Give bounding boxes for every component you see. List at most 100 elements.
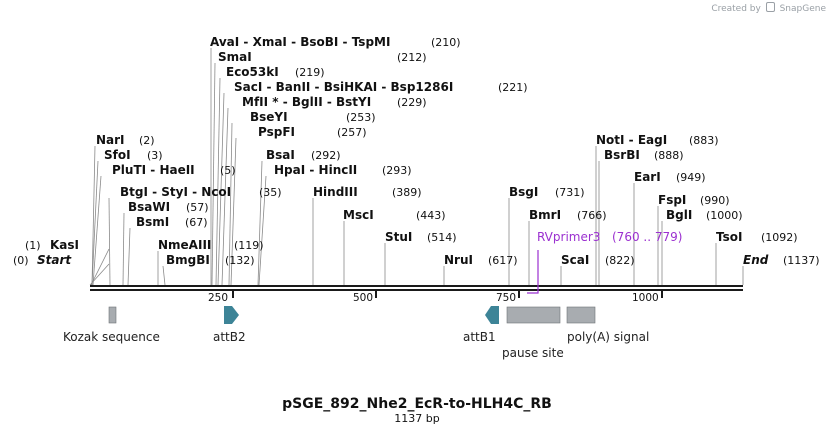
site-position-label: (35): [259, 186, 282, 199]
site-leader-line: [89, 263, 110, 286]
site-leader-line: [228, 122, 233, 286]
site-position-label: (1): [25, 239, 41, 252]
credit-brand: SnapGene: [779, 4, 826, 14]
site-name-label[interactable]: BglI: [666, 208, 692, 222]
site-position-label: (389): [392, 186, 422, 199]
site-name-label[interactable]: BmrI: [529, 208, 561, 222]
site-name-label[interactable]: NarI: [96, 133, 125, 147]
primer-range: (760 .. 779): [612, 230, 682, 244]
site-leader-line: [215, 77, 221, 286]
site-name-label[interactable]: HpaI - HincII: [274, 163, 357, 177]
feature-label-polya: poly(A) signal: [567, 330, 649, 344]
site-position-label: (1000): [706, 209, 743, 222]
site-name-label[interactable]: SfoI: [104, 148, 131, 162]
feature-polya-signal[interactable]: [566, 306, 596, 324]
site-position-label: (617): [488, 254, 518, 267]
tick-label-750: 750: [496, 292, 516, 304]
site-leader-line: [127, 227, 131, 286]
scale-ticks: 250 500 750 1000: [208, 291, 663, 304]
site-name-label[interactable]: NmeAIII: [158, 238, 211, 252]
site-position-label: (1092): [761, 231, 798, 244]
site-leader-line: [108, 197, 111, 286]
plasmid-length: 1137 bp: [394, 412, 439, 425]
site-name-label[interactable]: MfII * - BglII - BstYI: [242, 95, 371, 109]
site-position-label: (57): [186, 201, 209, 214]
site-leader-line: [90, 248, 110, 286]
site-position-label: (219): [295, 66, 325, 79]
site-name-label[interactable]: BsrBI: [604, 148, 640, 162]
site-position-label: (210): [431, 36, 461, 49]
site-name-label[interactable]: TsoI: [716, 230, 742, 244]
site-position-label: (3): [147, 149, 163, 162]
site-name-label[interactable]: ScaI: [561, 253, 589, 267]
site-position-label: (949): [676, 171, 706, 184]
tick-label-250: 250: [208, 292, 228, 304]
site-leader-line: [211, 62, 216, 286]
site-position-label: (292): [311, 149, 341, 162]
site-position-label: (766): [577, 209, 607, 222]
site-position-label: (119): [234, 239, 264, 252]
site-name-label[interactable]: HindIII: [313, 185, 358, 199]
site-name-label[interactable]: End: [743, 253, 769, 267]
features: Kozak sequence attB2 attB1 pause site po…: [63, 306, 649, 360]
tick-label-500: 500: [353, 292, 373, 304]
primer-name: RVprimer3: [537, 230, 600, 244]
site-position-label: (443): [416, 209, 446, 222]
feature-attb1-arrow[interactable]: [485, 306, 499, 324]
feature-label-attb2: attB2: [213, 330, 246, 344]
site-leader-lines: [89, 48, 744, 286]
tick-label-1000: 1000: [632, 292, 659, 304]
site-name-label[interactable]: PluTI - HaeII: [112, 163, 195, 177]
site-name-label[interactable]: Start: [37, 253, 72, 267]
site-leader-line: [217, 92, 225, 286]
site-position-label: (883): [689, 134, 719, 147]
feature-label-attb1: attB1: [463, 330, 496, 344]
site-leader-line: [221, 107, 229, 286]
credit-prefix: Created by: [711, 4, 761, 14]
primer-rvprimer3[interactable]: RVprimer3 (760 .. 779): [527, 230, 682, 294]
site-name-label[interactable]: BtgI - StyI - NcoI: [120, 185, 231, 199]
site-name-label[interactable]: BsmI: [136, 215, 169, 229]
site-leader-line: [122, 212, 125, 286]
site-name-label[interactable]: PspFI: [258, 125, 295, 139]
site-leader-line: [92, 175, 102, 286]
site-position-label: (2): [139, 134, 155, 147]
site-name-label[interactable]: BsgI: [509, 185, 538, 199]
site-position-label: (888): [654, 149, 684, 162]
site-position-label: (293): [382, 164, 412, 177]
site-leader-line: [258, 175, 267, 286]
site-position-label: (990): [700, 194, 730, 207]
site-name-label[interactable]: StuI: [385, 230, 412, 244]
site-leader-line: [230, 137, 237, 286]
site-name-label[interactable]: NruI: [444, 253, 473, 267]
site-leader-line: [257, 160, 263, 286]
site-position-label: (5): [220, 164, 236, 177]
site-name-label[interactable]: AvaI - XmaI - BsoBI - TspMI: [210, 35, 390, 49]
site-name-label[interactable]: SmaI: [218, 50, 252, 64]
site-name-label[interactable]: BsaWI: [128, 200, 170, 214]
restriction-sites: AvaI - XmaI - BsoBI - TspMI(210)SmaI(212…: [13, 35, 820, 267]
site-name-label[interactable]: BseYI: [250, 110, 288, 124]
feature-label-pause-site: pause site: [502, 346, 564, 360]
snapgene-logo-icon: [765, 2, 775, 12]
site-name-label[interactable]: KasI: [50, 238, 79, 252]
site-name-label[interactable]: BsaI: [266, 148, 295, 162]
feature-pause-site[interactable]: [506, 306, 561, 324]
site-name-label[interactable]: FspI: [658, 193, 686, 207]
site-position-label: (257): [337, 126, 367, 139]
site-name-label[interactable]: MscI: [343, 208, 374, 222]
feature-kozak-sequence[interactable]: [108, 306, 117, 324]
site-position-label: (514): [427, 231, 457, 244]
site-position-label: (221): [498, 81, 528, 94]
feature-label-kozak: Kozak sequence: [63, 330, 160, 344]
site-name-label[interactable]: SacI - BanII - BsiHKAI - Bsp1286I: [234, 80, 453, 94]
site-leader-line: [162, 265, 166, 286]
site-name-label[interactable]: BmgBI: [166, 253, 210, 267]
feature-attb2-arrow[interactable]: [224, 306, 239, 324]
site-name-label[interactable]: NotI - EagI: [596, 133, 667, 147]
site-name-label[interactable]: EarI: [634, 170, 661, 184]
site-name-label[interactable]: Eco53kI: [226, 65, 279, 79]
site-leader-line: [91, 145, 96, 286]
site-position-label: (1137): [783, 254, 820, 267]
